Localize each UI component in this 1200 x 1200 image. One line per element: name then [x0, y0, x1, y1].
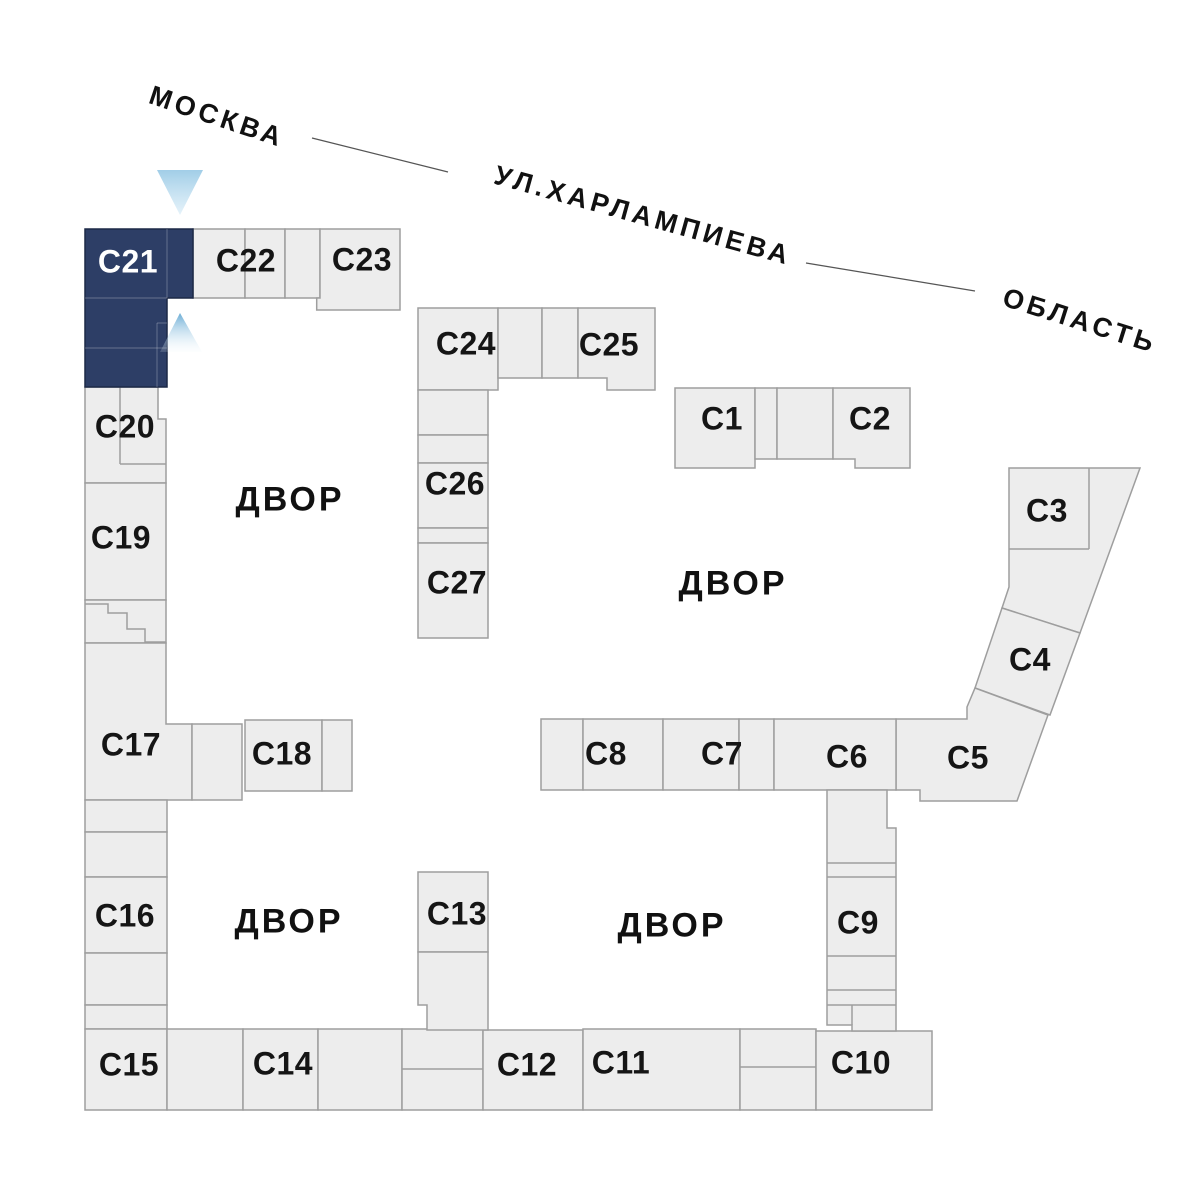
- block-label-c16[interactable]: С16: [94, 897, 156, 934]
- block-c17-shape[interactable]: [84, 642, 193, 801]
- block-c12-shape[interactable]: [482, 1029, 584, 1111]
- block-label-c23[interactable]: С23: [331, 241, 393, 278]
- block-c5-shape[interactable]: [895, 687, 1049, 802]
- block-c11-shape[interactable]: [582, 1028, 741, 1111]
- block-c21-dividers: [85, 229, 168, 387]
- courtyard-label: ДВОР: [617, 906, 727, 945]
- block-section[interactable]: [738, 718, 775, 791]
- block-section[interactable]: [284, 228, 321, 299]
- block-section[interactable]: [417, 527, 489, 544]
- block-c13-shape[interactable]: [417, 871, 489, 953]
- block-label-c3[interactable]: С3: [1026, 492, 1068, 529]
- courtyard-label: ДВОР: [234, 902, 344, 941]
- block-section[interactable]: [417, 951, 489, 1031]
- block-section[interactable]: [540, 718, 584, 791]
- block-section[interactable]: [84, 1004, 168, 1030]
- block-label-c1[interactable]: С1: [701, 400, 743, 437]
- block-c4-shape[interactable]: [974, 607, 1081, 716]
- entrance-arrow-down-icon: [157, 170, 203, 215]
- block-c22-section[interactable]: [244, 228, 286, 299]
- block-section[interactable]: [497, 307, 543, 379]
- block-label-c24[interactable]: С24: [435, 325, 497, 362]
- block-c25-shape[interactable]: [577, 307, 656, 391]
- block-label-c14[interactable]: С14: [252, 1045, 314, 1082]
- block-label-c20[interactable]: С20: [94, 408, 156, 445]
- block-section[interactable]: [317, 1028, 403, 1111]
- block-label-c22[interactable]: С22: [215, 242, 277, 279]
- block-label-c11[interactable]: С11: [591, 1044, 651, 1081]
- block-c27-shape[interactable]: [417, 542, 489, 639]
- street-leader-lines: [311, 137, 976, 292]
- block-label-c26[interactable]: С26: [424, 465, 486, 502]
- block-section[interactable]: [417, 434, 489, 464]
- block-label-c4[interactable]: С4: [1009, 641, 1051, 678]
- block-section[interactable]: [84, 952, 168, 1006]
- block-label-c6[interactable]: С6: [826, 738, 868, 775]
- block-label-c5[interactable]: С5: [947, 739, 989, 776]
- block-stairs-section[interactable]: [84, 599, 167, 644]
- block-section[interactable]: [321, 719, 353, 792]
- entrance-arrow-up-icon: [160, 313, 202, 352]
- block-label-c25[interactable]: С25: [578, 326, 640, 363]
- block-label-c7[interactable]: С7: [701, 735, 743, 772]
- block-section[interactable]: [754, 387, 778, 460]
- block-section[interactable]: [166, 1028, 244, 1111]
- block-label-c18[interactable]: С18: [251, 735, 313, 772]
- block-section[interactable]: [739, 1028, 817, 1111]
- block-label-c17[interactable]: С17: [100, 726, 162, 763]
- courtyard-label: ДВОР: [235, 480, 345, 519]
- block-label-c21[interactable]: С21: [97, 243, 159, 280]
- block-c8-shape[interactable]: [582, 718, 664, 791]
- block-c3-zone-shape[interactable]: [1001, 467, 1142, 634]
- block-section[interactable]: [84, 831, 168, 878]
- block-label-c12[interactable]: С12: [496, 1046, 558, 1083]
- block-section[interactable]: [191, 723, 243, 801]
- block-section[interactable]: [776, 387, 834, 460]
- block-label-c15[interactable]: С15: [98, 1046, 160, 1083]
- block-c24-shape[interactable]: [417, 307, 499, 391]
- block-c9-shape[interactable]: [826, 789, 897, 1032]
- block-label-c10[interactable]: С10: [830, 1044, 892, 1081]
- block-section[interactable]: [84, 799, 168, 833]
- block-c2-shape[interactable]: [832, 387, 911, 469]
- block-c7-shape[interactable]: [662, 718, 740, 791]
- block-c19-shape[interactable]: [84, 482, 167, 601]
- block-c26-shape[interactable]: [417, 462, 489, 529]
- block-section[interactable]: [417, 389, 489, 436]
- block-c10-shape[interactable]: [815, 1030, 933, 1111]
- block-c1-shape[interactable]: [674, 387, 756, 469]
- block-c23-shape[interactable]: [315, 228, 401, 311]
- block-label-c13[interactable]: С13: [426, 895, 488, 932]
- block-label-c27[interactable]: С27: [426, 564, 488, 601]
- block-label-c2[interactable]: С2: [849, 400, 891, 437]
- courtyard-label: ДВОР: [678, 564, 788, 603]
- block-dividers: [85, 387, 1090, 1070]
- block-c16-shape[interactable]: [84, 876, 168, 954]
- block-label-c9[interactable]: С9: [837, 904, 879, 941]
- block-section[interactable]: [541, 307, 579, 379]
- block-c6-shape[interactable]: [773, 718, 897, 791]
- block-label-c8[interactable]: С8: [585, 735, 627, 772]
- block-label-c19[interactable]: С19: [90, 519, 152, 556]
